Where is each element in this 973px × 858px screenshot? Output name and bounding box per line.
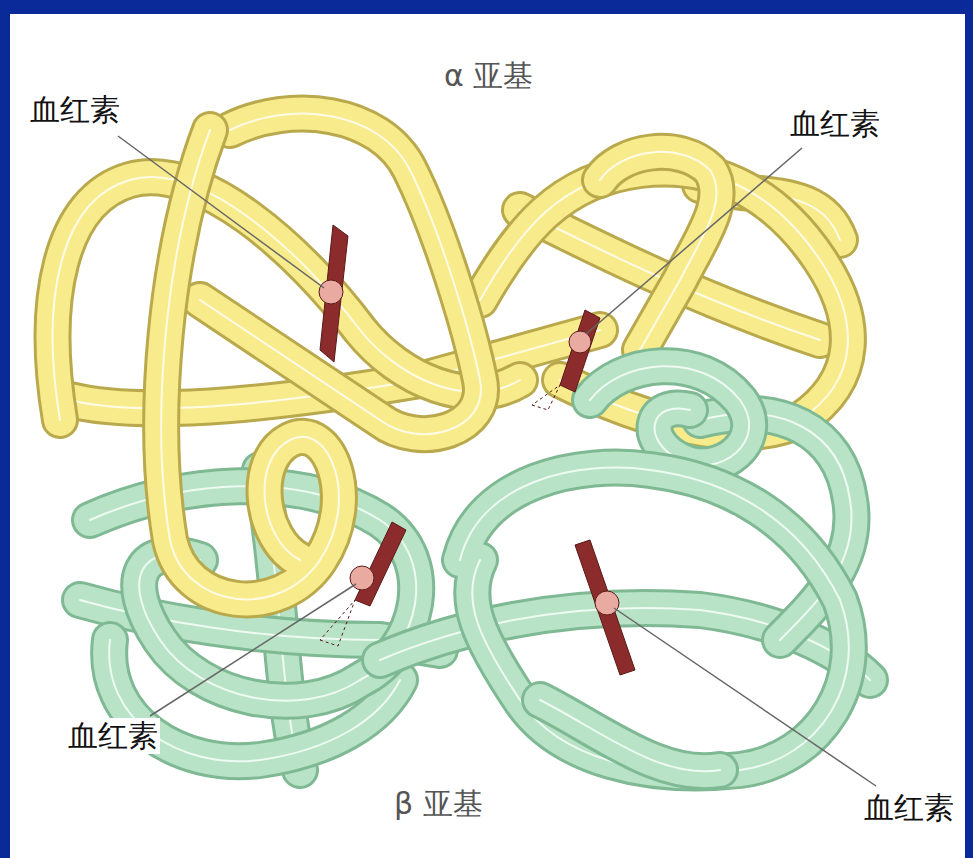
subunit-label: α 亚基 — [442, 58, 535, 94]
heme-groups — [319, 225, 635, 675]
callout-label: 血红素 — [66, 718, 160, 754]
callout-label: 血红素 — [862, 790, 956, 826]
leader-lines — [118, 136, 876, 786]
subunit-label: β 亚基 — [392, 786, 485, 822]
callout-label: 血红素 — [788, 106, 882, 142]
callout-label: 血红素 — [28, 92, 122, 128]
beta-chain-right — [380, 366, 870, 772]
alpha-chain — [53, 114, 848, 600]
